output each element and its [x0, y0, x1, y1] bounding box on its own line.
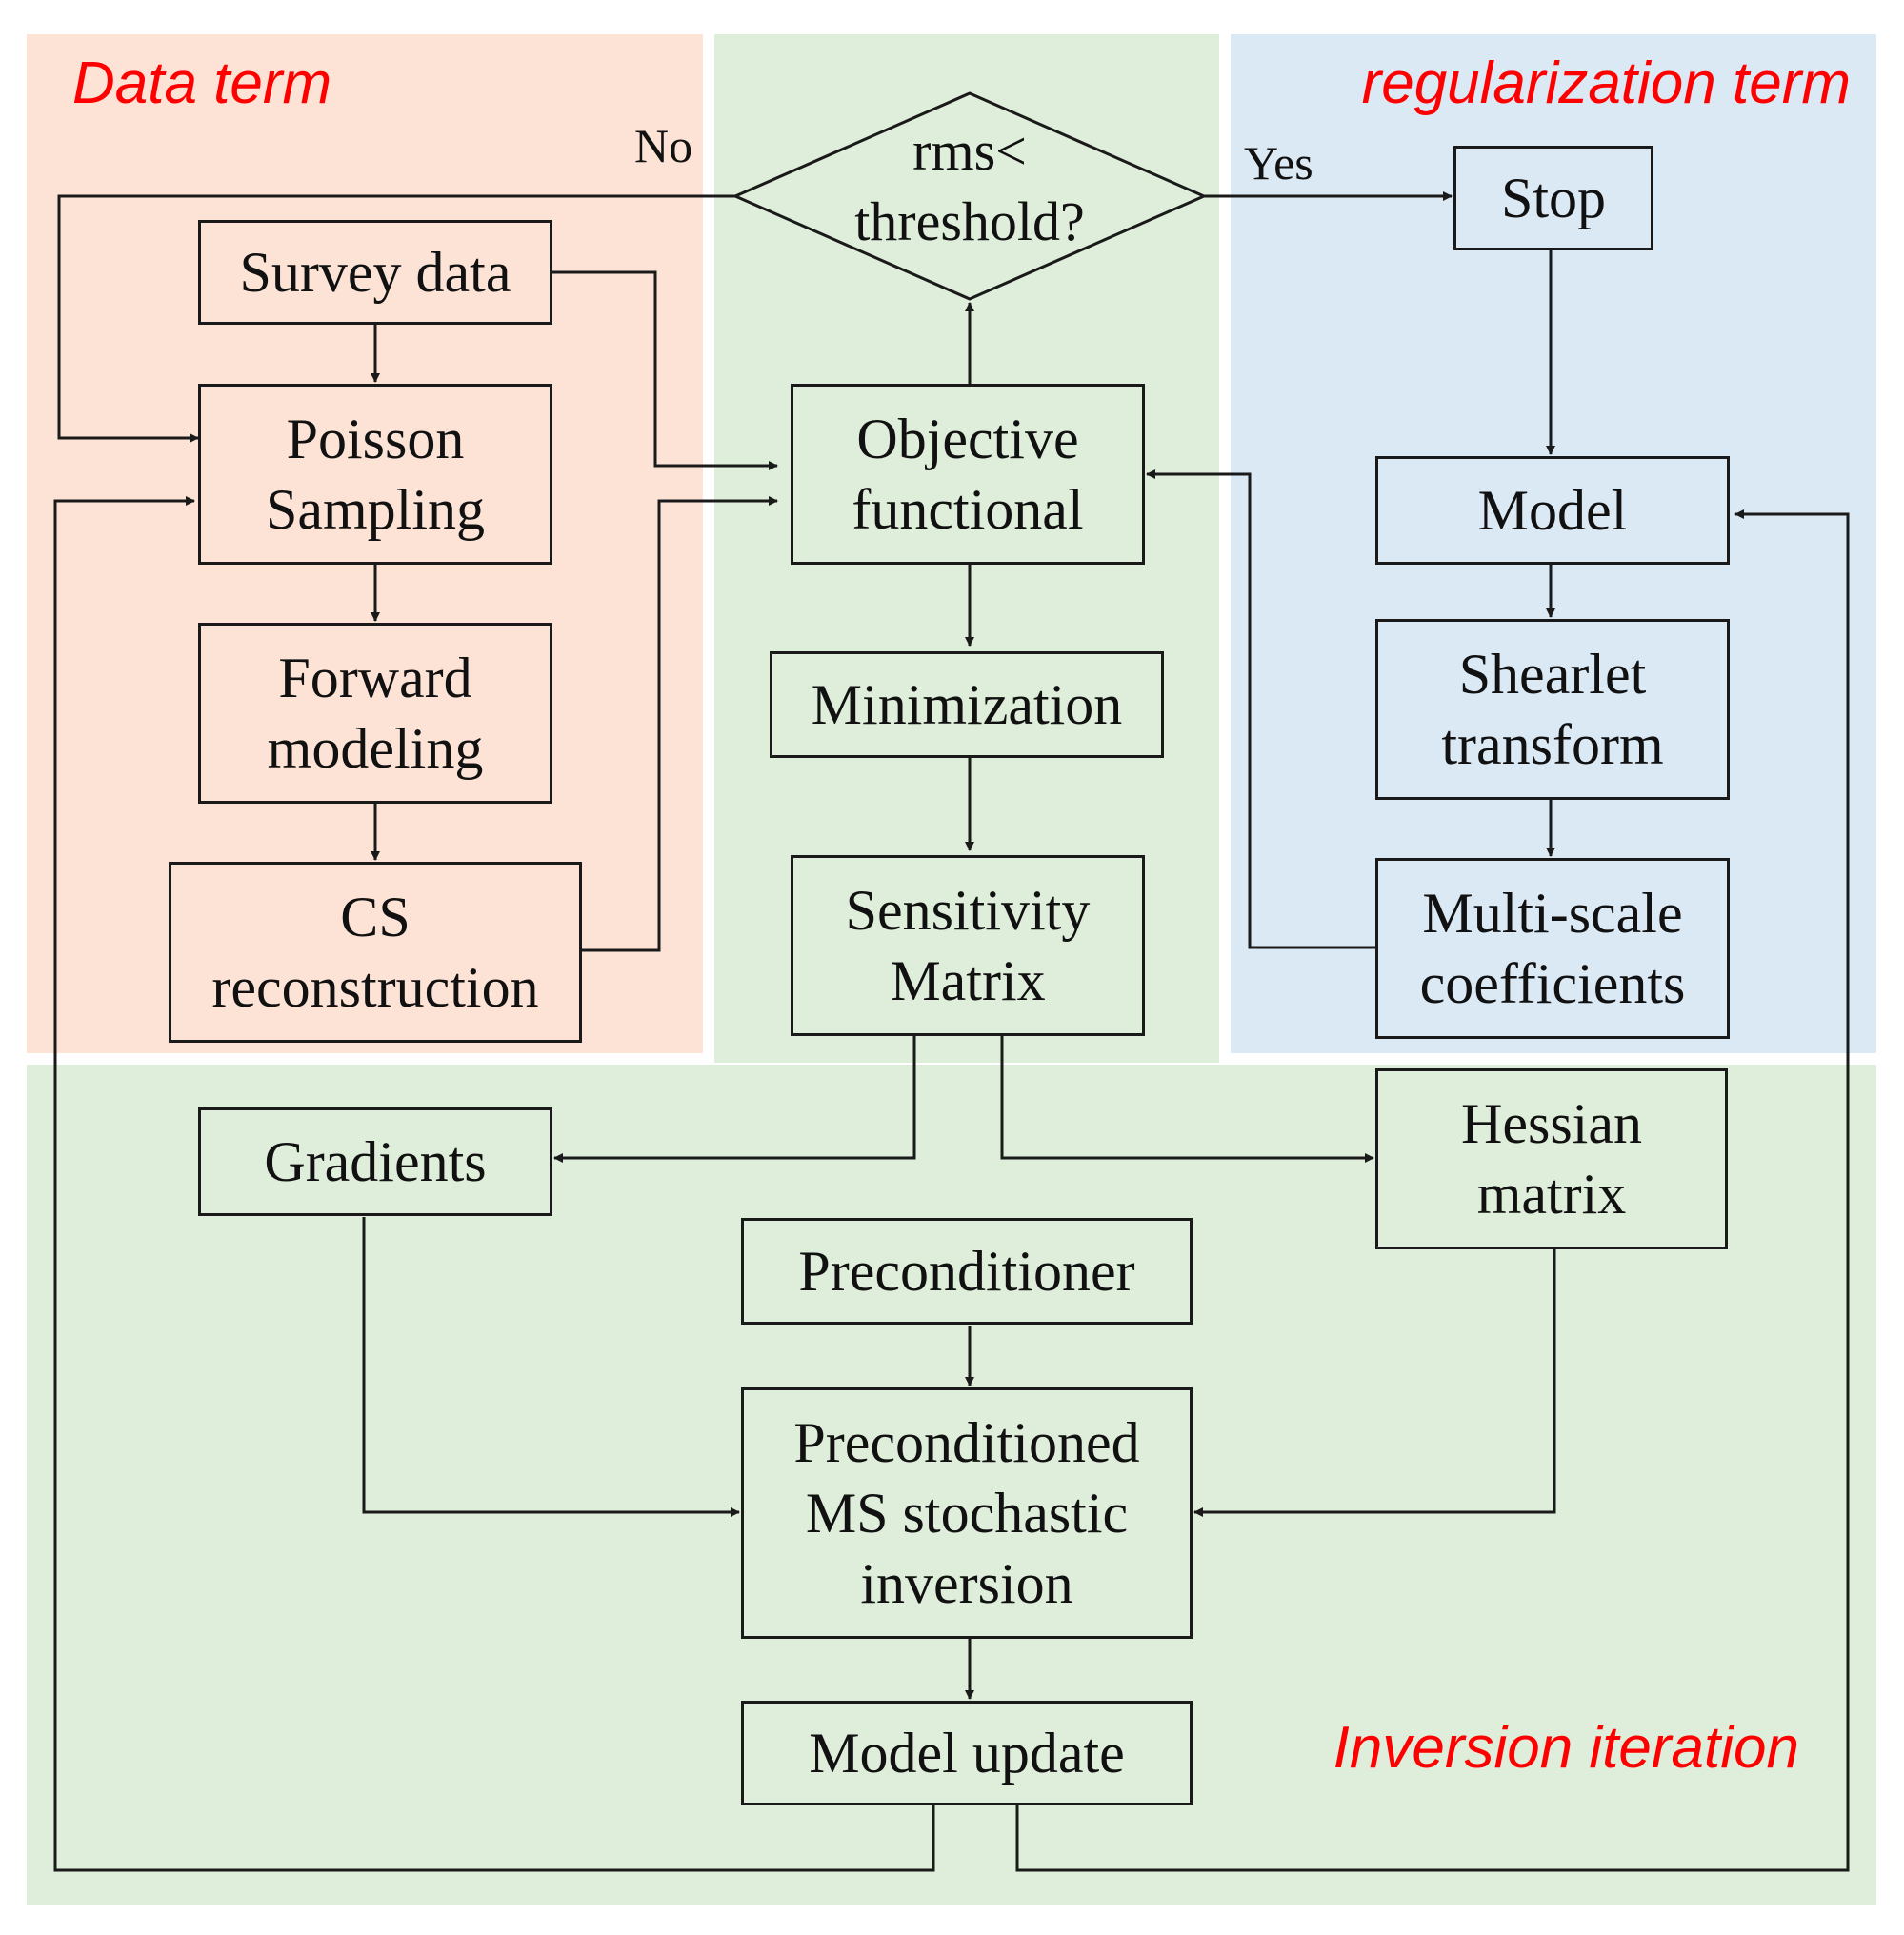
- model-box: Model: [1375, 456, 1730, 565]
- preconditioned-ms-stochastic-inversion-box: Preconditioned MS stochastic inversion: [741, 1387, 1193, 1639]
- edge-cs-to-objective: [581, 496, 778, 952]
- edge-sensitivity-to-gradients: [553, 1036, 916, 1163]
- edge-hessian-to-preconditioned: [1193, 1249, 1556, 1517]
- edge-modelupdate-to-model: [1015, 509, 1850, 1872]
- decision-text: rms< threshold?: [854, 120, 1085, 252]
- inversion-region-top: [714, 34, 1219, 1063]
- no-label: No: [634, 119, 693, 172]
- gradients-box: Gradients: [198, 1107, 552, 1216]
- edge-survey-to-objective: [551, 270, 778, 470]
- regularization-term-label: regularization term: [1361, 50, 1851, 116]
- edge-sensitivity-to-hessian: [1000, 1036, 1374, 1163]
- survey-data-box: Survey data: [198, 220, 552, 325]
- poisson-sampling-box: Poisson Sampling: [198, 384, 552, 565]
- preconditioner-box: Preconditioner: [741, 1218, 1193, 1325]
- data-term-label: Data term: [72, 50, 332, 116]
- data-term-region: [27, 34, 703, 1053]
- multiscale-coefficients-box: Multi-scale coefficients: [1375, 858, 1730, 1039]
- regularization-term-region: [1231, 34, 1876, 1053]
- stop-box: Stop: [1453, 146, 1653, 250]
- objective-functional-box: Objective functional: [791, 384, 1145, 565]
- forward-modeling-box: Forward modeling: [198, 623, 552, 804]
- minimization-box: Minimization: [770, 651, 1164, 758]
- yes-label: Yes: [1244, 136, 1313, 190]
- model-update-box: Model update: [741, 1701, 1193, 1805]
- edge-modelupdate-to-poisson: [53, 496, 935, 1872]
- inversion-region-bottom: [27, 1065, 1876, 1905]
- edge-no-to-poisson: [57, 194, 735, 443]
- inversion-iteration-label: Inversion iteration: [1333, 1715, 1799, 1781]
- edge-gradients-to-preconditioned: [362, 1217, 740, 1517]
- cs-reconstruction-box: CS reconstruction: [169, 862, 582, 1043]
- shearlet-transform-box: Shearlet transform: [1375, 619, 1730, 800]
- decision-diamond: [732, 91, 1208, 301]
- sensitivity-matrix-box: Sensitivity Matrix: [791, 855, 1145, 1036]
- edge-multiscale-to-objective: [1146, 469, 1377, 949]
- hessian-matrix-box: Hessian matrix: [1375, 1068, 1728, 1249]
